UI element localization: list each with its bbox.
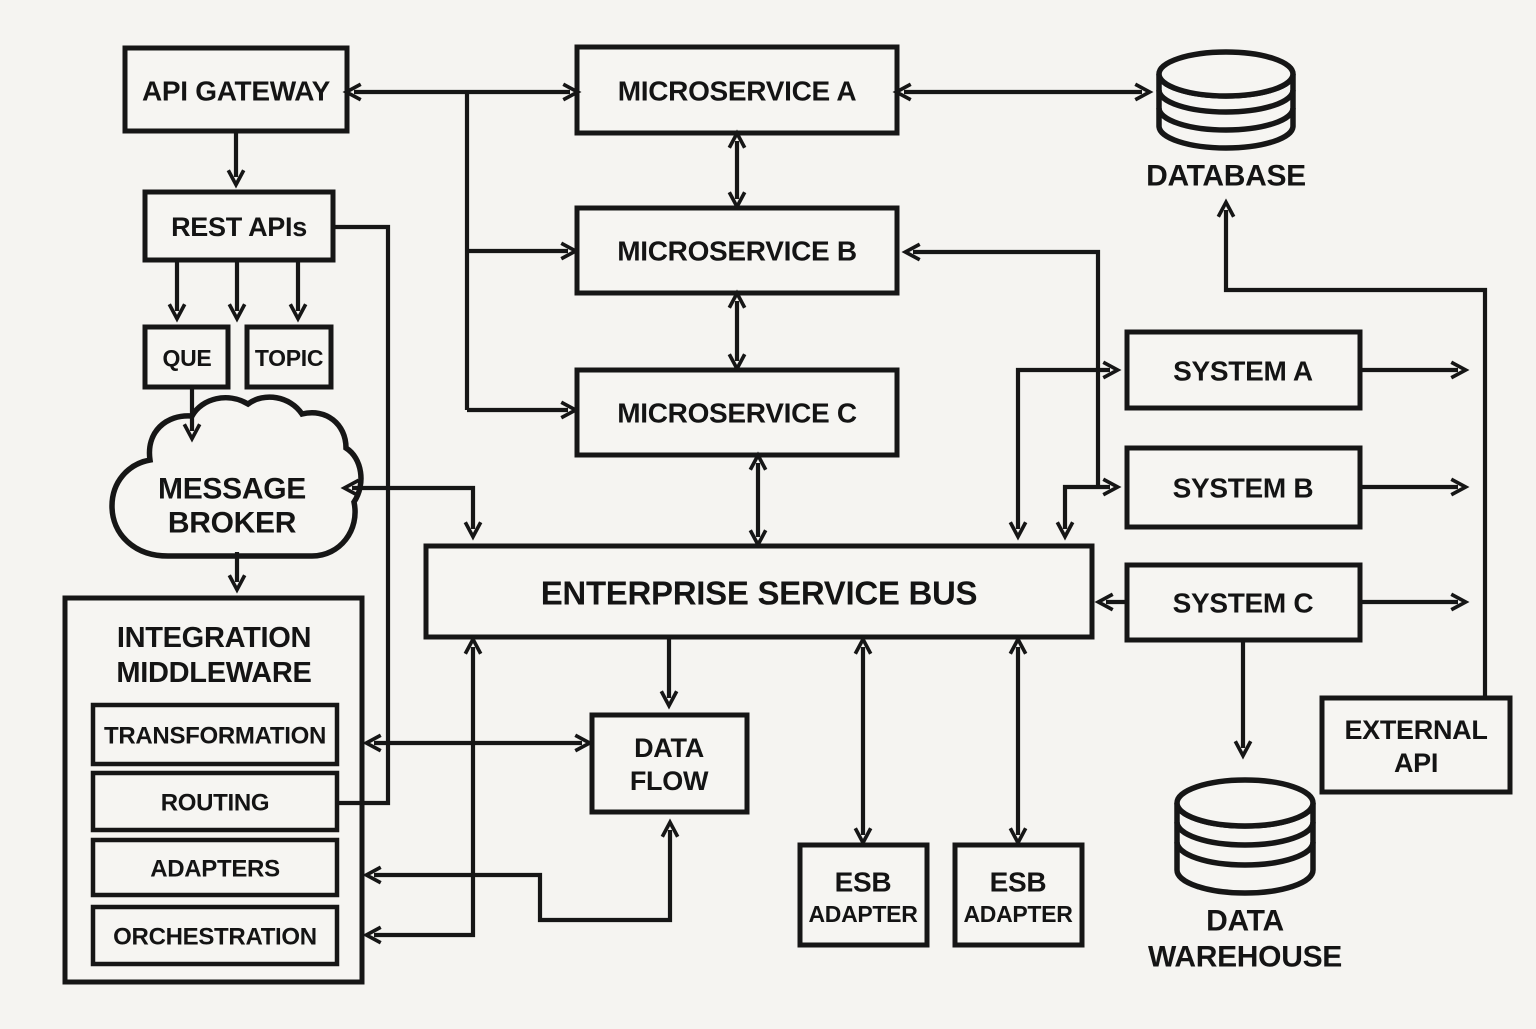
arrow-esb-system-a xyxy=(1008,360,1122,541)
rest-apis-box xyxy=(142,189,336,263)
adapters-label: ADAPTERS xyxy=(150,856,280,883)
transformation-label: TRANSFORMATION xyxy=(104,723,326,750)
data-warehouse-label-line2: WAREHOUSE xyxy=(1148,941,1342,974)
database-cylinder-icon xyxy=(1156,49,1296,151)
transformation-box xyxy=(90,702,340,767)
integration-middleware-label-line2: MIDDLEWARE xyxy=(116,657,311,689)
enterprise-service-bus-label: ENTERPRISE SERVICE BUS xyxy=(541,575,978,612)
arrow-adapters-data-flow xyxy=(362,818,680,923)
routing-box xyxy=(90,770,340,833)
system-c-label: SYSTEM C xyxy=(1173,588,1314,619)
microservice-a-box xyxy=(574,44,900,136)
external-api-box xyxy=(1319,695,1513,795)
system-b-box xyxy=(1124,445,1363,530)
topic-label: TOPIC xyxy=(255,345,323,371)
message-broker-label-line1: MESSAGE xyxy=(158,473,306,506)
rest-apis-label: REST APIs xyxy=(171,212,307,242)
adapters-box xyxy=(90,837,340,898)
integration-middleware-label-line1: INTEGRATION xyxy=(117,622,311,654)
microservice-a-label: MICROSERVICE A xyxy=(618,76,857,107)
message-broker-label-line2: BROKER xyxy=(168,507,297,540)
microservice-c-box xyxy=(574,367,900,458)
enterprise-service-bus-box xyxy=(423,543,1095,640)
esb-adapter-2-label-line1: ESB xyxy=(990,867,1047,898)
esb-adapter-1-label-line2: ADAPTER xyxy=(808,901,918,927)
data-flow-box xyxy=(589,712,750,815)
database-label: DATABASE xyxy=(1146,160,1306,193)
external-api-label-line1: EXTERNAL xyxy=(1344,715,1487,745)
que-label: QUE xyxy=(163,345,212,371)
que-box xyxy=(142,324,231,390)
esb-adapter-1-box xyxy=(797,842,930,948)
orchestration-label: ORCHESTRATION xyxy=(113,924,317,951)
external-api-label-line2: API xyxy=(1394,748,1438,778)
esb-adapter-2-label-line2: ADAPTER xyxy=(963,901,1073,927)
arrow-esb-system-b xyxy=(1055,477,1122,541)
api-gateway-box xyxy=(122,45,350,134)
topic-box xyxy=(244,324,334,390)
system-a-label: SYSTEM A xyxy=(1173,356,1313,387)
arrow-junction-microservice-b xyxy=(901,242,1101,487)
api-gateway-label: API GATEWAY xyxy=(142,76,331,107)
data-warehouse-label-line1: DATA xyxy=(1206,905,1284,938)
orchestration-box xyxy=(90,904,340,967)
esb-adapter-1-label-line1: ESB xyxy=(835,867,892,898)
arrow-message-broker-esb xyxy=(340,478,483,541)
data-warehouse-cylinder-icon xyxy=(1174,777,1316,896)
microservice-c-label: MICROSERVICE C xyxy=(617,398,857,429)
microservice-b-label: MICROSERVICE B xyxy=(617,236,857,267)
data-flow-label-line2: FLOW xyxy=(630,766,709,796)
arrow-external-api-database xyxy=(1216,198,1488,698)
system-b-label: SYSTEM B xyxy=(1173,473,1314,504)
data-flow-label-line1: DATA xyxy=(634,733,704,763)
routing-label: ROUTING xyxy=(161,790,270,817)
system-a-box xyxy=(1124,329,1363,411)
